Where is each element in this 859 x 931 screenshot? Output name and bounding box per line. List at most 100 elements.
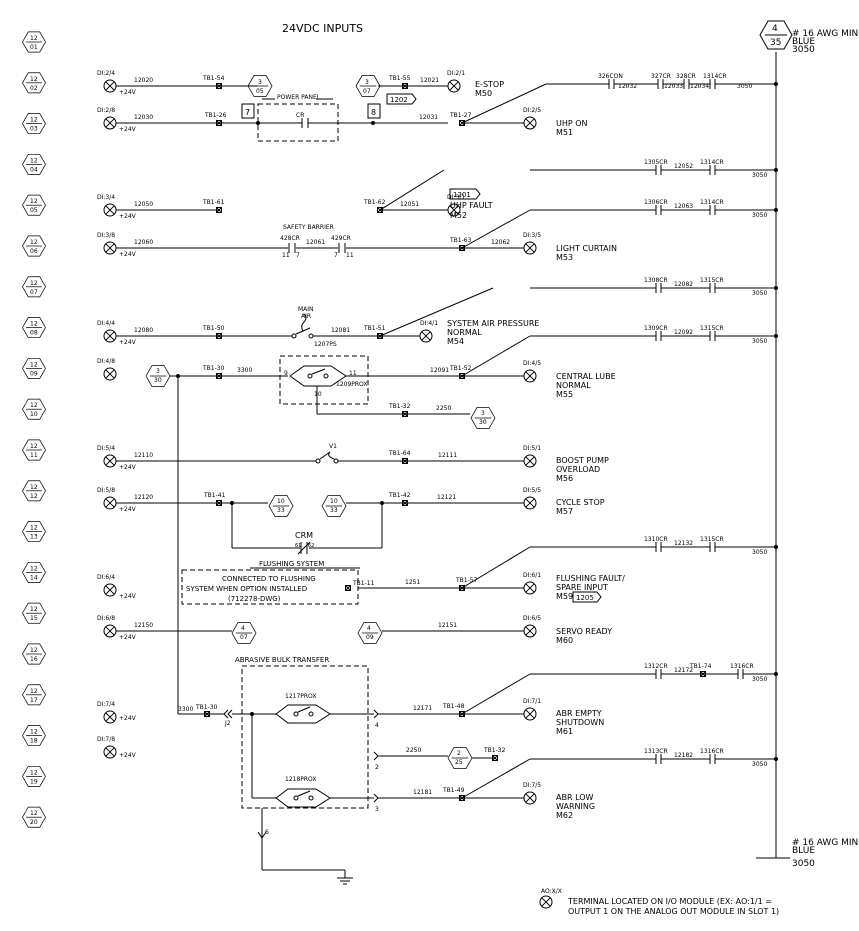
svg-text:3: 3 bbox=[156, 368, 160, 375]
svg-text:BOOST PUMP: BOOST PUMP bbox=[556, 456, 609, 465]
rung-sheet: 12 bbox=[30, 157, 38, 164]
svg-text:TB1-11: TB1-11 bbox=[352, 580, 375, 587]
rung-number: 06 bbox=[30, 248, 38, 255]
svg-text:FLUSHING FAULT/: FLUSHING FAULT/ bbox=[556, 574, 625, 583]
svg-text:12092: 12092 bbox=[674, 329, 693, 336]
flushing-system: FLUSHING SYSTEM CONNECTED TO FLUSHING SY… bbox=[181, 546, 531, 605]
rung-sheet: 12 bbox=[30, 198, 38, 205]
svg-text:TB1-50: TB1-50 bbox=[202, 325, 225, 332]
svg-text:4: 4 bbox=[375, 722, 379, 729]
svg-text:TERMINAL LOCATED ON I/O MODULE: TERMINAL LOCATED ON I/O MODULE (EX: AO:1… bbox=[567, 897, 772, 906]
svg-text:30: 30 bbox=[479, 419, 487, 426]
abrasive-bulk-transfer: ABRASIVE BULK TRANSFER 3300 TB1-30 J2 12… bbox=[178, 656, 379, 885]
svg-text:M61: M61 bbox=[556, 727, 573, 736]
svg-text:ABR LOW: ABR LOW bbox=[556, 793, 594, 802]
svg-text:7: 7 bbox=[245, 108, 250, 117]
svg-text:DI:5/8: DI:5/8 bbox=[97, 487, 115, 494]
svg-text:33: 33 bbox=[277, 507, 285, 514]
rung-sheet: 12 bbox=[30, 443, 38, 450]
svg-text:DI:3/8: DI:3/8 bbox=[97, 232, 115, 239]
svg-text:1202: 1202 bbox=[390, 96, 408, 104]
svg-text:E-STOP: E-STOP bbox=[475, 80, 504, 89]
svg-text:3050: 3050 bbox=[752, 290, 767, 297]
svg-text:TB1-30: TB1-30 bbox=[202, 365, 225, 372]
rung-sheet: 12 bbox=[30, 321, 38, 328]
svg-text:05: 05 bbox=[256, 88, 264, 95]
svg-text:11: 11 bbox=[346, 252, 354, 259]
svg-text:OVERLOAD: OVERLOAD bbox=[556, 465, 600, 474]
rung-19: 12181 TB1-49 DI:7/5 ABR LOW WARNING M62 bbox=[378, 758, 595, 820]
svg-text:12082: 12082 bbox=[674, 281, 693, 288]
svg-text:+24V: +24V bbox=[119, 251, 137, 258]
rung-sheet: 12 bbox=[30, 484, 38, 491]
svg-text:12020: 12020 bbox=[134, 77, 153, 84]
rung-sheet: 12 bbox=[30, 280, 38, 287]
svg-text:1314CR: 1314CR bbox=[700, 159, 724, 166]
svg-text:DI:2/8: DI:2/8 bbox=[97, 107, 115, 114]
svg-text:12033: 12033 bbox=[664, 83, 683, 90]
svg-text:12051: 12051 bbox=[400, 201, 419, 208]
svg-text:DI:3/1: DI:3/1 bbox=[447, 194, 465, 201]
svg-text:MAIN: MAIN bbox=[298, 306, 314, 313]
svg-text:12034: 12034 bbox=[690, 83, 709, 90]
overload-icon bbox=[319, 451, 335, 460]
svg-text:SERVO READY: SERVO READY bbox=[556, 627, 612, 636]
svg-text:CYCLE STOP: CYCLE STOP bbox=[556, 498, 605, 507]
svg-text:2: 2 bbox=[457, 750, 461, 757]
svg-text:TB1-61: TB1-61 bbox=[202, 199, 225, 206]
svg-text:M51: M51 bbox=[556, 128, 573, 137]
svg-text:DI:7/1: DI:7/1 bbox=[523, 698, 541, 705]
svg-text:J2: J2 bbox=[224, 720, 231, 727]
rung-number: 04 bbox=[30, 166, 38, 173]
svg-text:8: 8 bbox=[371, 108, 376, 117]
tag-1202 bbox=[386, 93, 417, 105]
svg-text:M55: M55 bbox=[556, 390, 573, 399]
svg-text:DI:2/1: DI:2/1 bbox=[447, 70, 465, 77]
io-terminal-icon bbox=[103, 79, 117, 93]
svg-text:429CR: 429CR bbox=[331, 235, 351, 242]
svg-text:10: 10 bbox=[330, 498, 338, 505]
svg-text:NORMAL: NORMAL bbox=[447, 328, 482, 337]
svg-text:12091: 12091 bbox=[430, 367, 449, 374]
svg-text:M60: M60 bbox=[556, 636, 573, 645]
svg-text:12030: 12030 bbox=[134, 114, 153, 121]
svg-text:1313CR: 1313CR bbox=[644, 748, 668, 755]
top-wire: 3050 bbox=[792, 45, 815, 55]
svg-text:4: 4 bbox=[241, 625, 245, 632]
svg-text:TB1-62: TB1-62 bbox=[363, 199, 386, 206]
svg-text:M53: M53 bbox=[556, 253, 573, 262]
rung-number: 15 bbox=[30, 615, 38, 622]
svg-text:DI:5/1: DI:5/1 bbox=[523, 445, 541, 452]
svg-text:3: 3 bbox=[365, 79, 369, 86]
svg-text:TB1-42: TB1-42 bbox=[388, 492, 411, 499]
svg-text:TB1-52: TB1-52 bbox=[449, 365, 472, 372]
rung-02: DI:2/4 +24V 12020 TB1-54 3 05 3 07 TB1-5… bbox=[97, 70, 504, 105]
top-ref-ref: 35 bbox=[770, 38, 781, 48]
rung-17: DI:7/4 +24V 12171 TB1-48 DI:7/1 ABR EMPT… bbox=[97, 673, 604, 736]
svg-text:3050: 3050 bbox=[752, 212, 767, 219]
svg-text:M59: M59 bbox=[556, 592, 573, 601]
svg-text:FLUSHING SYSTEM: FLUSHING SYSTEM bbox=[259, 560, 324, 568]
svg-text:3050: 3050 bbox=[752, 338, 767, 345]
uhp-fault-label: UHP FAULT bbox=[450, 201, 493, 210]
top-ref-num: 4 bbox=[772, 24, 778, 34]
svg-text:CENTRAL LUBE: CENTRAL LUBE bbox=[556, 372, 616, 381]
svg-text:+24V: +24V bbox=[119, 464, 137, 471]
rung-sheet: 12 bbox=[30, 35, 38, 42]
svg-text:1316CR: 1316CR bbox=[700, 748, 724, 755]
svg-text:1316CR: 1316CR bbox=[730, 663, 754, 670]
rung-number: 02 bbox=[30, 85, 38, 92]
svg-text:326CON: 326CON bbox=[598, 73, 623, 80]
svg-text:61: 61 bbox=[295, 543, 301, 549]
svg-text:+24V: +24V bbox=[119, 752, 137, 759]
svg-text:12063: 12063 bbox=[674, 203, 693, 210]
rung-sheet: 12 bbox=[30, 769, 38, 776]
svg-text:+24V: +24V bbox=[119, 715, 137, 722]
svg-text:12172: 12172 bbox=[674, 667, 693, 674]
svg-text:09: 09 bbox=[366, 634, 374, 641]
top-awg: # 16 AWG MIN bbox=[792, 29, 858, 39]
svg-text:12062: 12062 bbox=[491, 239, 510, 246]
svg-text:428CR: 428CR bbox=[280, 235, 300, 242]
svg-text:SHUTDOWN: SHUTDOWN bbox=[556, 718, 604, 727]
